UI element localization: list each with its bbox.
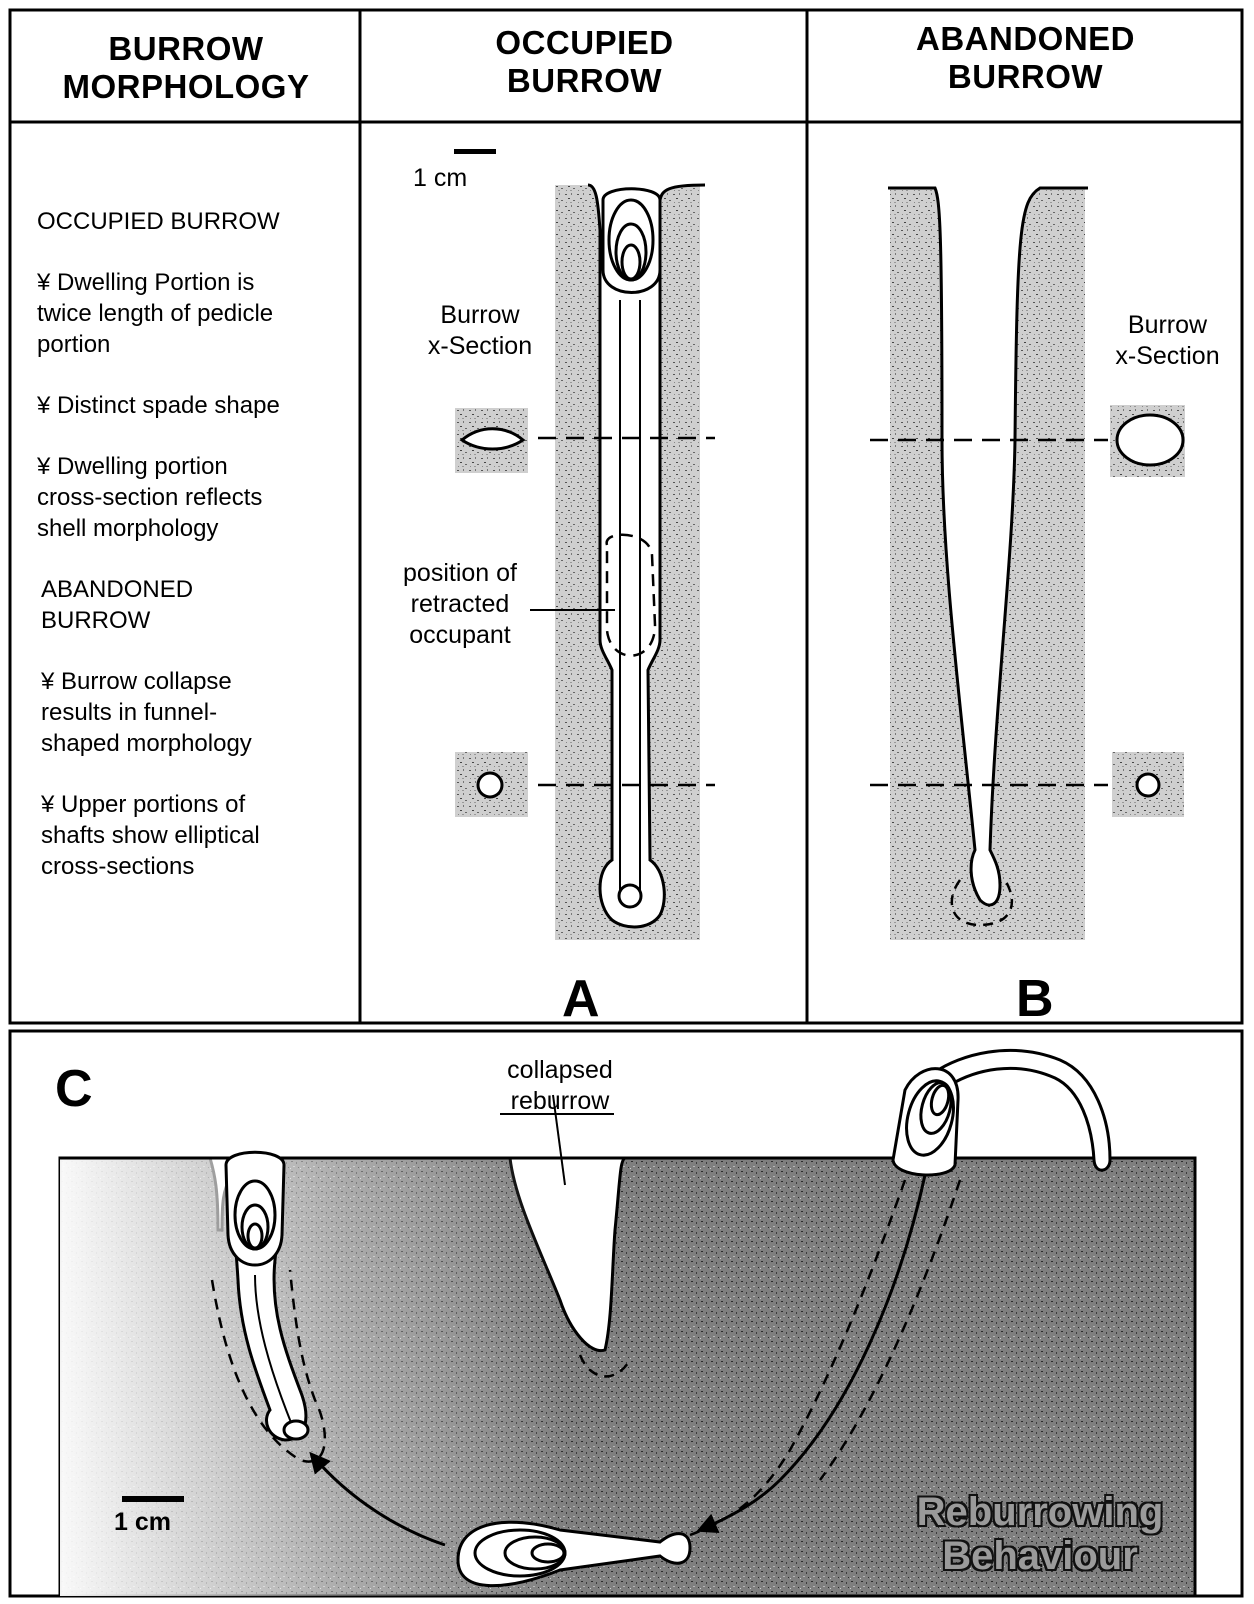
note-line: ¥ Burrow collapse — [41, 666, 357, 697]
panel-a-letter: A — [562, 973, 600, 1025]
panel-a-drawing — [454, 149, 715, 940]
header-line: MORPHOLOGY — [12, 68, 360, 106]
header-line: BURROW — [809, 58, 1242, 96]
panel-b-drawing — [870, 188, 1185, 940]
occupied-point: ¥ Distinct spade shape — [37, 390, 357, 421]
header-line: BURROW — [362, 62, 807, 100]
panel-b-xsection-label: Burrow x-Section — [1095, 310, 1240, 372]
note-line: ¥ Upper portions of — [41, 789, 357, 820]
note-line: cross-section reflects — [37, 482, 357, 513]
note-line: ¥ Dwelling Portion is — [37, 267, 357, 298]
panel-a-scale-label: 1 cm — [413, 164, 467, 193]
label-line: Burrow — [1095, 310, 1240, 341]
header-burrow-morphology: BURROW MORPHOLOGY — [12, 30, 360, 106]
morphology-notes: OCCUPIED BURROW ¥ Dwelling Portion is tw… — [37, 206, 357, 912]
note-line: cross-sections — [41, 851, 357, 882]
panel-c-letter: C — [55, 1063, 93, 1115]
label-line: retracted — [385, 589, 535, 620]
note-line: ¥ Distinct spade shape — [37, 390, 357, 421]
note-line: portion — [37, 329, 357, 360]
occupied-title: OCCUPIED BURROW — [37, 206, 357, 237]
abandoned-title: ABANDONED BURROW — [37, 574, 357, 636]
label-line: x-Section — [405, 331, 555, 362]
panel-c-scale-bar — [122, 1496, 184, 1502]
note-line: twice length of pedicle — [37, 298, 357, 329]
label-line: occupant — [385, 620, 535, 651]
abandoned-point: ¥ Upper portions of shafts show elliptic… — [37, 789, 357, 882]
header-abandoned-burrow: ABANDONED BURROW — [809, 20, 1242, 96]
label-line: x-Section — [1095, 341, 1240, 372]
note-line: shafts show elliptical — [41, 820, 357, 851]
occupied-point: ¥ Dwelling Portion is twice length of pe… — [37, 267, 357, 360]
label-line: Reburrowing — [895, 1490, 1185, 1534]
reburrowing-behaviour-label: Reburrowing Behaviour — [895, 1490, 1185, 1578]
note-line: results in funnel- — [41, 697, 357, 728]
panel-b-letter: B — [1016, 973, 1054, 1025]
panel-c-scale-label: 1 cm — [114, 1508, 171, 1537]
panel-a-xsection-label: Burrow x-Section — [405, 300, 555, 362]
note-line: ¥ Dwelling portion — [37, 451, 357, 482]
header-line: OCCUPIED — [362, 24, 807, 62]
note-line: shaped morphology — [41, 728, 357, 759]
label-line: Behaviour — [895, 1534, 1185, 1578]
header-line: ABANDONED — [809, 20, 1242, 58]
retracted-occupant-label: position of retracted occupant — [385, 558, 535, 651]
panel-a-scale-bar — [454, 149, 496, 154]
header-line: BURROW — [12, 30, 360, 68]
header-occupied-burrow: OCCUPIED BURROW — [362, 24, 807, 100]
note-line: shell morphology — [37, 513, 357, 544]
note-line: BURROW — [41, 605, 357, 636]
occupied-point: ¥ Dwelling portion cross-section reflect… — [37, 451, 357, 544]
label-line: Burrow — [405, 300, 555, 331]
abandoned-point: ¥ Burrow collapse results in funnel- sha… — [37, 666, 357, 759]
label-line: position of — [385, 558, 535, 589]
note-line: ABANDONED — [41, 574, 357, 605]
label-line: collapsed — [480, 1055, 640, 1086]
collapsed-reburrow-label: collapsed reburrow — [480, 1055, 640, 1117]
label-line: reburrow — [480, 1086, 640, 1117]
